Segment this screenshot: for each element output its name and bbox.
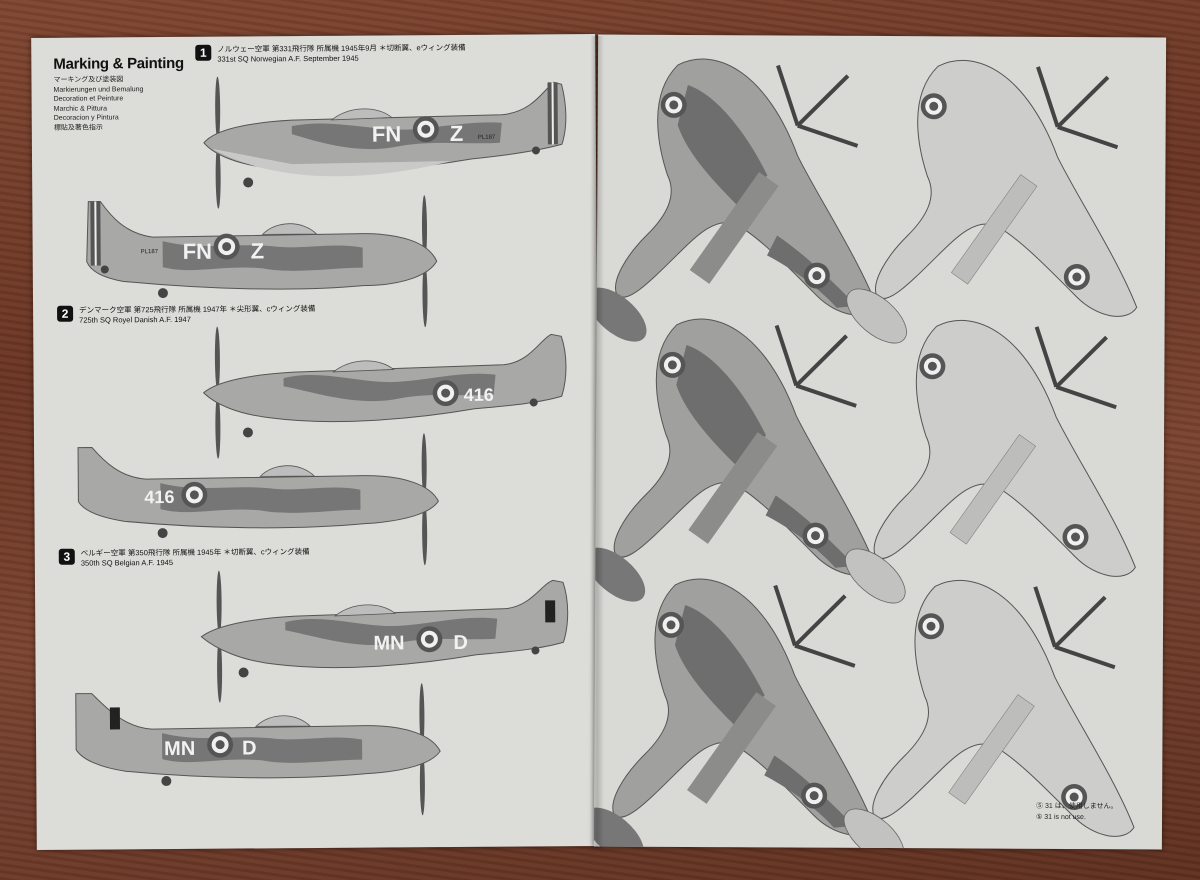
aircraft-1-code-left-lhs: FN	[183, 239, 213, 264]
aircraft-2-left-profile: 416	[77, 433, 439, 566]
left-page-drawings: FN Z PL187 FN Z PL187	[75, 76, 569, 816]
aircraft-3-right-profile: MN D	[200, 570, 569, 703]
aircraft-1-right-profile: FN Z PL187	[203, 76, 567, 209]
page-fold	[590, 36, 604, 848]
aircraft-1-code-right: Z	[450, 121, 464, 146]
planform-1-bottom	[835, 57, 1140, 357]
aircraft-1-serial-lhs: PL187	[141, 249, 159, 255]
aircraft-1-code-left: FN	[372, 121, 402, 146]
aircraft-2-code-lhs: 416	[144, 487, 174, 507]
left-page: Marking & Painting マーキング及び塗装図 Markierung…	[31, 34, 601, 850]
aircraft-2-code: 416	[464, 385, 494, 405]
unused-decal-note-en: ⑤ 31 is not use.	[1036, 813, 1086, 822]
aircraft-1-code-right-lhs: Z	[251, 238, 265, 263]
aircraft-3-code-right: D	[453, 632, 468, 654]
aircraft-2-right-profile: 416	[202, 326, 567, 459]
planform-2-bottom	[833, 317, 1139, 617]
aircraft-1-left-profile: FN Z PL187	[86, 195, 438, 328]
aircraft-3-code-right-lhs: D	[242, 737, 257, 759]
right-page-planforms	[593, 56, 1140, 850]
aircraft-1-serial: PL187	[478, 135, 496, 141]
unused-decal-note: ⑤ 31 は、使用しません。 ⑤ 31 is not use.	[1036, 801, 1118, 823]
planform-3-top	[593, 576, 878, 850]
aircraft-3-left-profile: MN D	[75, 683, 441, 816]
aircraft-3-code-left: MN	[373, 632, 404, 654]
aircraft-3-code-left-lhs: MN	[164, 738, 195, 760]
planform-1-top	[593, 56, 881, 355]
right-page: ⑤ 31 は、使用しません。 ⑤ 31 is not use.	[593, 34, 1167, 850]
unused-decal-note-jp: ⑤ 31 は、使用しません。	[1036, 802, 1118, 811]
planform-2-top	[593, 316, 879, 615]
